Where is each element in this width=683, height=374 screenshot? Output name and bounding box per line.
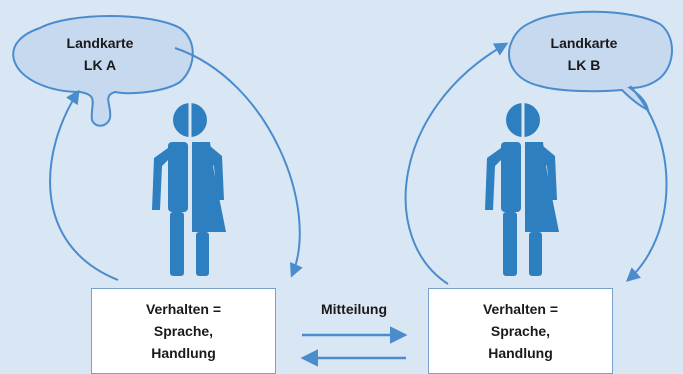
box-line-2: Sprache, <box>153 323 214 339</box>
message-label: Mitteilung <box>320 301 388 317</box>
map-title-right: Landkarte <box>550 35 618 51</box>
behavior-box-left: Verhalten = Sprache, Handlung <box>91 288 276 374</box>
box-line-1: Verhalten = <box>482 301 559 317</box>
map-title-left: Landkarte <box>66 35 134 51</box>
box-line-3: Handlung <box>488 345 553 361</box>
map-label-right: Landkarte LK B <box>524 32 644 76</box>
box-line-3: Handlung <box>151 345 216 361</box>
person-half-male-half-female-icon <box>152 100 226 280</box>
map-label-left: Landkarte LK A <box>40 32 160 76</box>
box-line-1: Verhalten = <box>145 301 222 317</box>
map-code-left: LK A <box>83 57 117 73</box>
box-line-2: Sprache, <box>490 323 551 339</box>
left-loop-arrow-down <box>174 47 303 278</box>
map-cloud-left <box>12 15 194 127</box>
person-half-male-half-female-icon <box>485 100 559 280</box>
behavior-box-right: Verhalten = Sprache, Handlung <box>428 288 613 374</box>
map-code-right: LK B <box>567 57 601 73</box>
right-loop-arrow-down <box>625 85 668 282</box>
right-loop-arrow-up <box>404 42 509 285</box>
left-loop-arrow-up <box>49 89 119 281</box>
